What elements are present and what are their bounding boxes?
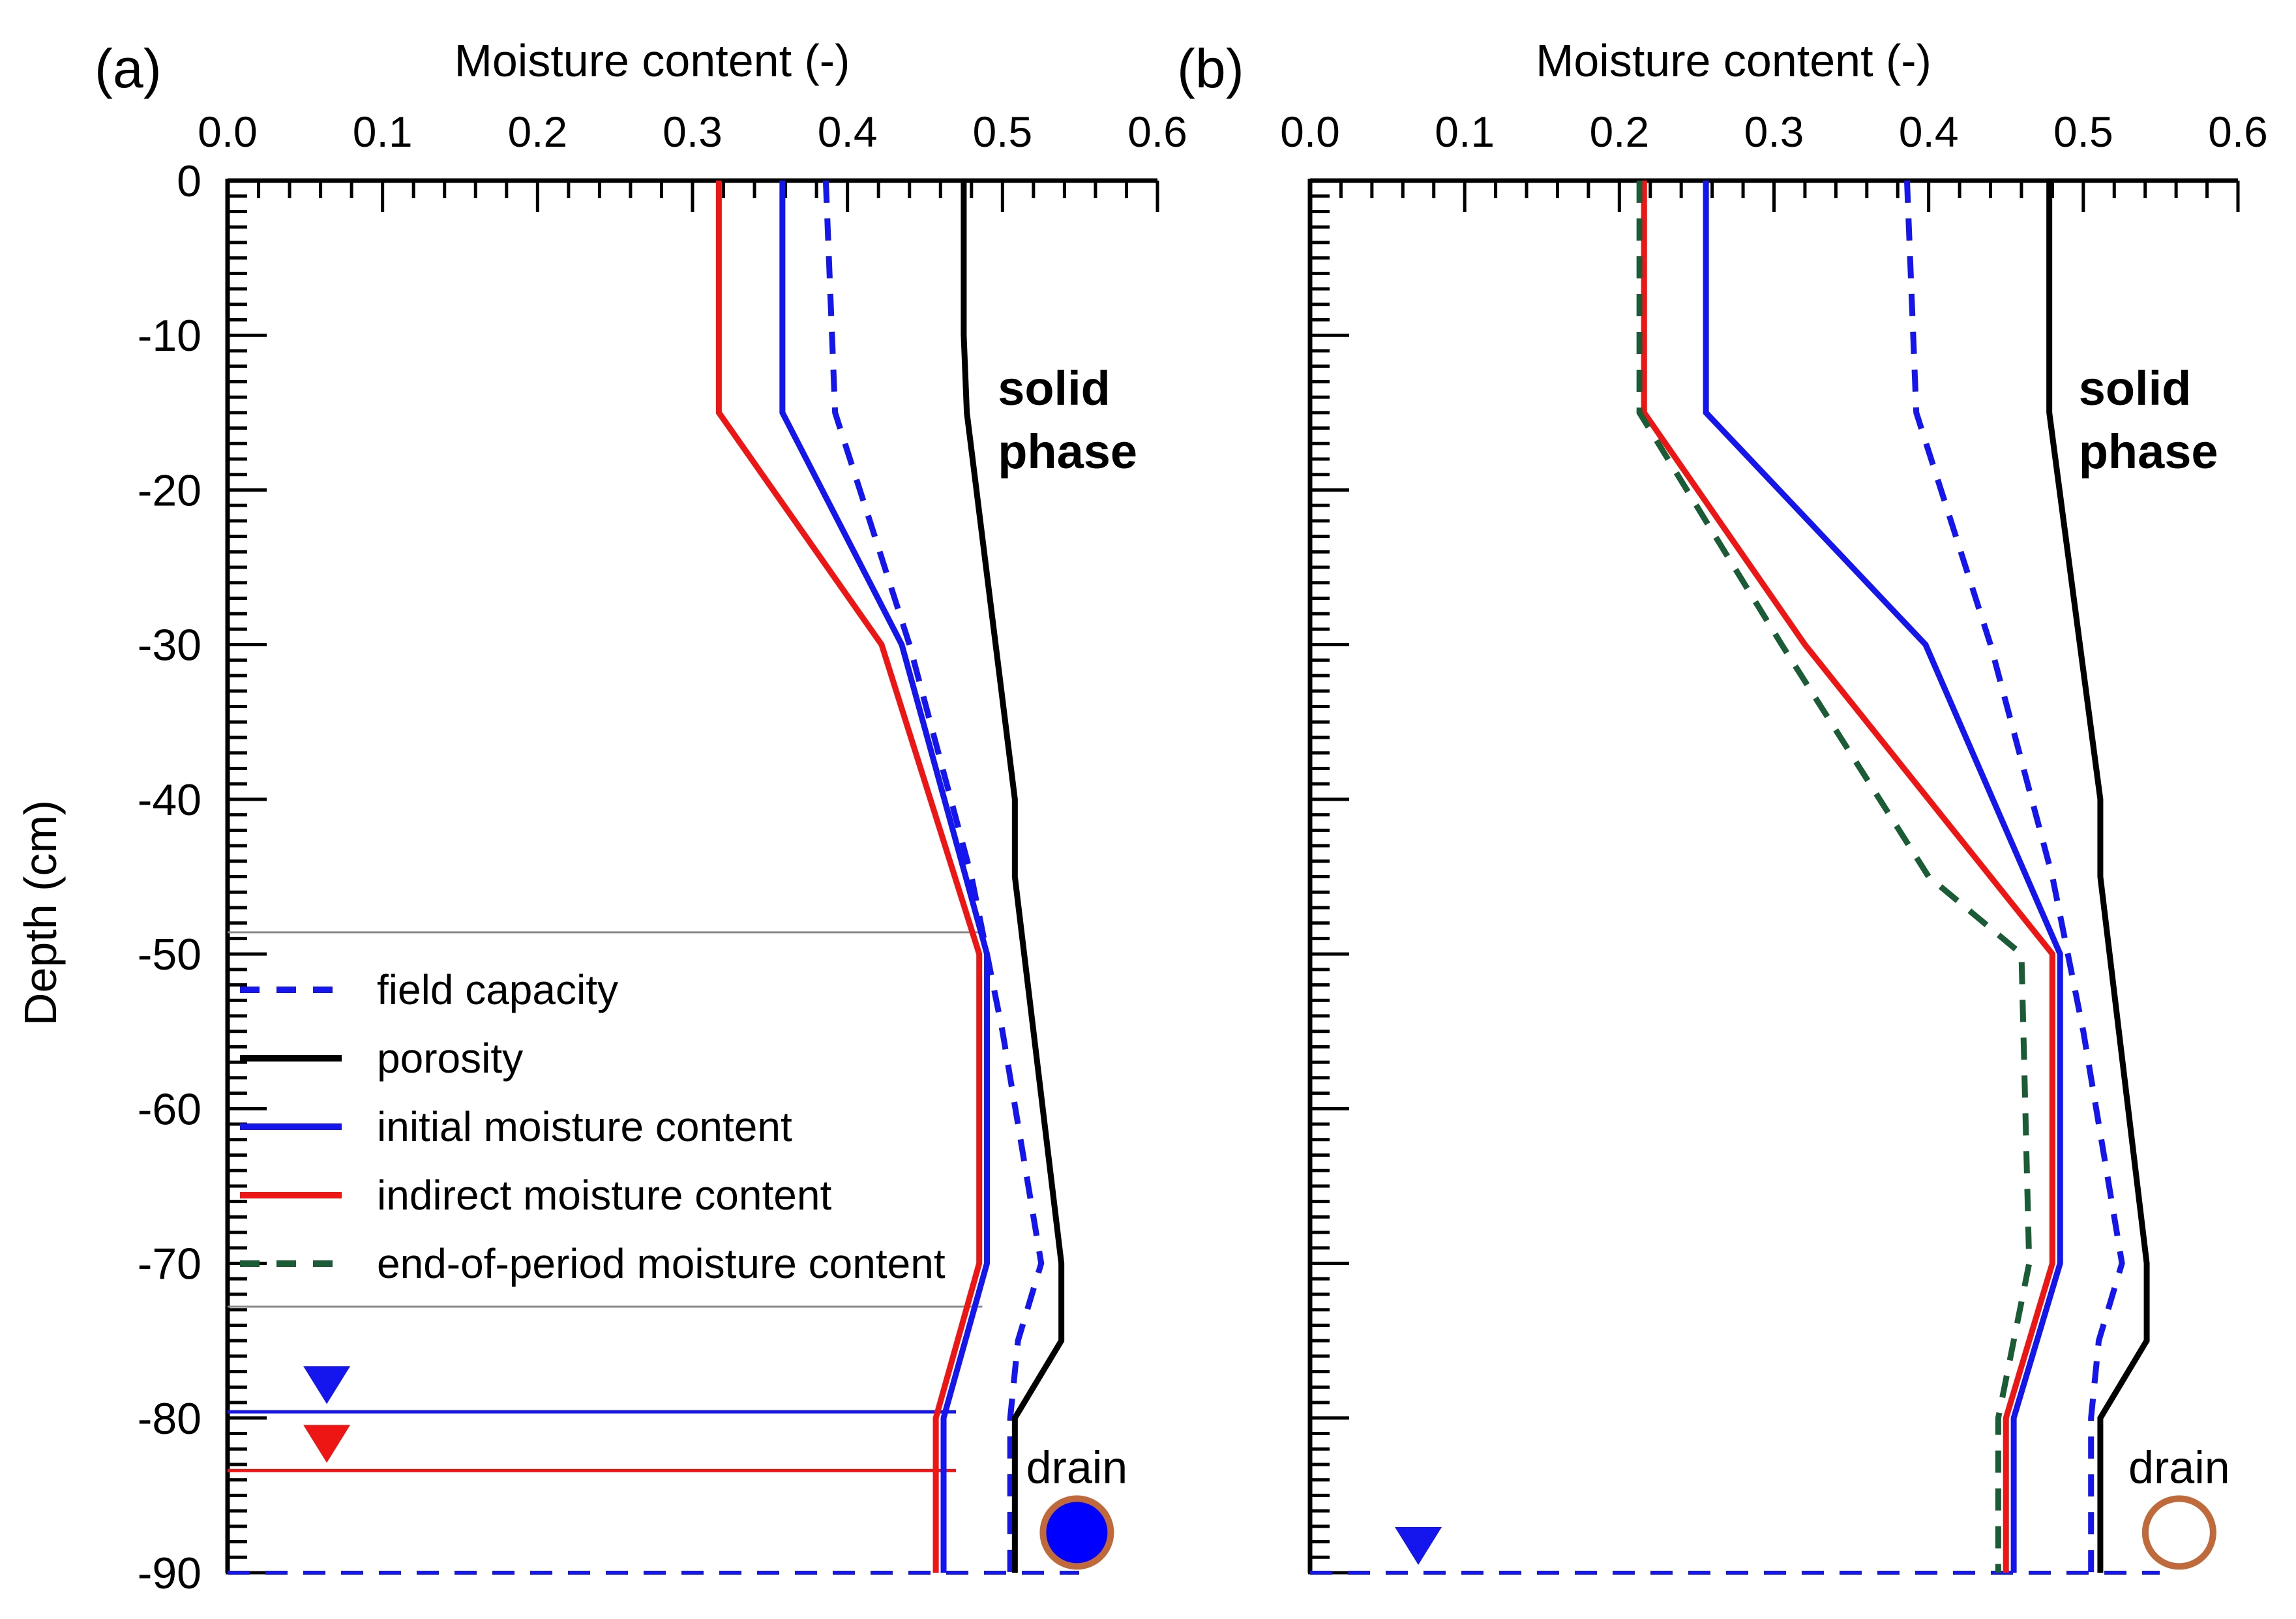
series-end-of-period-moisture-content <box>1636 181 2033 1573</box>
panel-a: 0.0 0.1 0.2 0.3 0.4 0.5 0.6 0 -10 -20 -30 -40 -50 -60… <box>95 35 1187 1598</box>
legend: field capacity porosity initial moisture c… <box>240 966 946 1287</box>
solid-phase-label: solid <box>998 361 1111 415</box>
y-tick-label: -80 <box>138 1394 201 1444</box>
x-tick-label: 0.4 <box>818 108 878 156</box>
x-tick-label: 0.6 <box>1127 108 1187 156</box>
x-tick-label: 0.3 <box>663 108 723 156</box>
legend-label: initial moisture content <box>377 1103 792 1150</box>
water-table-marker <box>303 1366 351 1404</box>
x-tick-label: 0.0 <box>1280 108 1340 156</box>
drain-icon <box>1039 1495 1114 1570</box>
legend-label: porosity <box>377 1035 523 1082</box>
x-tick-label: 0.2 <box>507 108 567 156</box>
x-tick-label: 0.1 <box>353 108 413 156</box>
x-axis-label: Moisture content (-) <box>1536 35 1931 86</box>
x-tick-label: 0.6 <box>2208 108 2268 156</box>
water-table-marker <box>303 1425 351 1463</box>
legend-label: indirect moisture content <box>377 1172 831 1219</box>
y-tick-label: -90 <box>138 1549 201 1598</box>
y-tick-label: -60 <box>138 1084 201 1134</box>
x-tick-label: 0.3 <box>1744 108 1804 156</box>
panel-label: (a) <box>95 38 162 99</box>
series-porosity <box>2046 181 2150 1573</box>
y-tick-label: -70 <box>138 1240 201 1289</box>
water-table-marker <box>1395 1527 1442 1565</box>
y-tick-label: -20 <box>138 466 201 515</box>
y-tick-label: -30 <box>138 621 201 670</box>
solid-phase-label: solid <box>2079 361 2192 415</box>
series-field-capacity <box>1903 180 2125 1573</box>
y-tick-label: -40 <box>138 775 201 825</box>
y-tick-label: -10 <box>138 311 201 361</box>
legend-label: field capacity <box>377 966 618 1013</box>
series-porosity <box>961 181 1065 1573</box>
x-tick-label: 0.2 <box>1589 108 1649 156</box>
x-axis-label: Moisture content (-) <box>455 35 850 86</box>
drain-icon <box>2141 1495 2216 1570</box>
legend-label: end-of-period moisture content <box>377 1240 946 1287</box>
y-axis-label: Depth (cm) <box>15 800 66 1026</box>
panel-label: (b) <box>1177 38 1244 99</box>
drain-label: drain <box>1026 1442 1128 1493</box>
series-indirect-moisture-content <box>1641 181 2055 1573</box>
panel-b: 0.0 0.1 0.2 0.3 0.4 0.5 0.6 Moisture content (-… <box>1177 35 2268 1575</box>
series-initial-moisture-content <box>779 181 991 1573</box>
x-tick-label: 0.5 <box>972 108 1032 156</box>
series-indirect-moisture-content <box>715 181 983 1573</box>
solid-phase-label: phase <box>998 424 1137 479</box>
drain-label: drain <box>2128 1442 2230 1493</box>
solid-phase-label: phase <box>2079 424 2218 479</box>
x-tick-label: 0.4 <box>1899 108 1959 156</box>
x-tick-label: 0.0 <box>198 108 258 156</box>
y-tick-label: 0 <box>177 156 201 206</box>
series-initial-moisture-content <box>1703 181 2063 1573</box>
y-tick-label: -50 <box>138 930 201 979</box>
x-tick-label: 0.1 <box>1435 108 1495 156</box>
x-tick-label: 0.5 <box>2053 108 2113 156</box>
